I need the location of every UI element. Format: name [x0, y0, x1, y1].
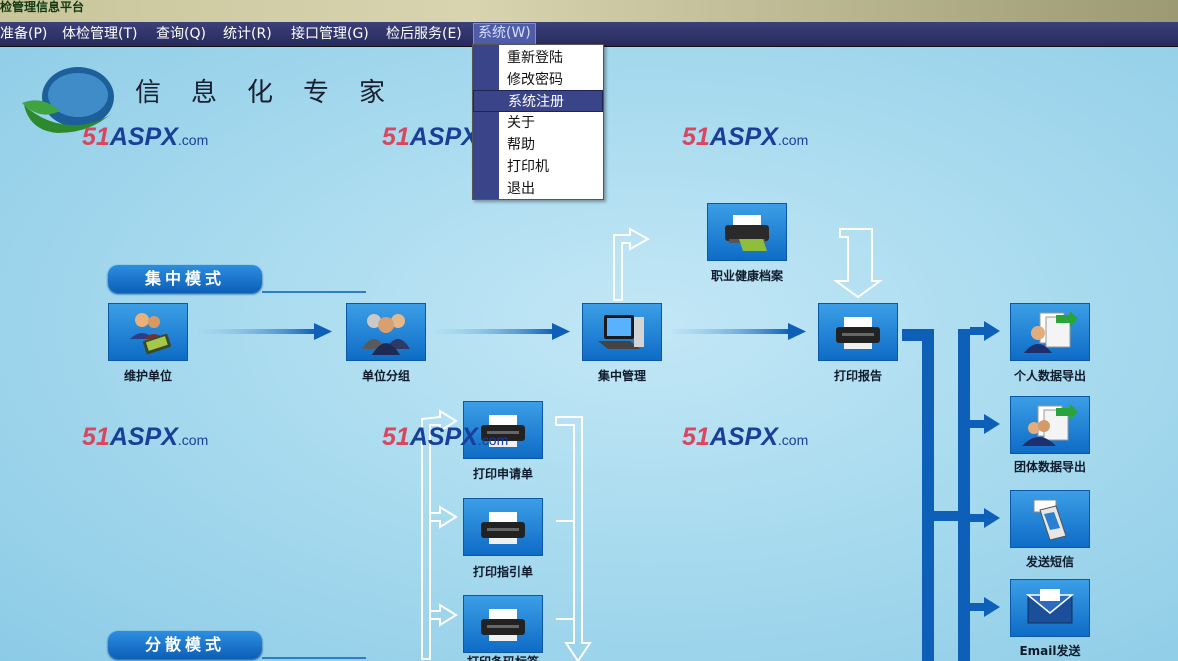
mode-distributed-label: 分散模式: [108, 631, 262, 659]
print-report-button[interactable]: [818, 303, 898, 361]
computer-icon: [598, 315, 644, 349]
menu-item-printer[interactable]: 打印机: [507, 159, 549, 175]
watermark: 51ASPX.com: [82, 423, 209, 451]
print-application-button[interactable]: [463, 401, 543, 459]
send-sms-label: 发送短信: [1025, 555, 1074, 569]
menu-gutter: [473, 45, 499, 199]
watermark: 51ASPX.com: [382, 423, 509, 451]
printer-icon: [481, 512, 525, 544]
menu-item-exit[interactable]: 退出: [507, 181, 535, 197]
export-personal-label: 个人数据导出: [1013, 369, 1086, 383]
mode-centralized-label: 集中模式: [108, 265, 262, 293]
watermark: 51ASPX.com: [682, 123, 809, 151]
workflow-arrows: [198, 227, 1000, 661]
send-email-label: Email发送: [1019, 644, 1081, 658]
watermark: 51ASPX.com: [382, 123, 508, 151]
export-group-label: 团体数据导出: [1013, 460, 1086, 474]
print-application-label: 打印申请单: [472, 467, 533, 481]
export-group-button[interactable]: [1010, 396, 1090, 454]
system-menu-dropdown: 重新登陆 修改密码 系统注册 关于 帮助 打印机 退出: [472, 44, 604, 200]
menu-item-about[interactable]: 关于: [507, 115, 535, 131]
print-guide-label: 打印指引单: [472, 565, 533, 579]
main-workflow-canvas: 信息化专家 51ASPX.com 51ASPX.com 51ASPX.com 5…: [0, 47, 1178, 661]
export-personal-button[interactable]: [1010, 303, 1090, 361]
send-sms-button[interactable]: [1010, 490, 1090, 548]
printer-icon: [481, 609, 525, 641]
menu-interface-management[interactable]: 接口管理(G): [291, 26, 369, 42]
menu-post-checkup-service[interactable]: 检后服务(E): [386, 26, 462, 42]
divider: [262, 291, 366, 293]
logo-icon: [22, 67, 114, 133]
watermark: 51ASPX.com: [82, 123, 209, 151]
central-management-button[interactable]: [582, 303, 662, 361]
divider: [262, 657, 366, 659]
menu-item-system-registration[interactable]: 系统注册: [473, 90, 603, 112]
maintain-unit-button[interactable]: [108, 303, 188, 361]
menu-prepare[interactable]: 准备(P): [0, 26, 48, 42]
menu-system[interactable]: 系统(W): [473, 23, 536, 45]
menu-checkup-management[interactable]: 体检管理(T): [62, 26, 138, 42]
printer-icon: [725, 215, 769, 251]
occupational-archive-label: 职业健康档案: [710, 269, 783, 283]
menu-statistics[interactable]: 统计(R): [223, 26, 272, 42]
print-guide-button[interactable]: [463, 498, 543, 556]
document-export-icon: [1024, 311, 1078, 353]
occupational-archive-button[interactable]: [707, 203, 787, 261]
menu-item-relogin[interactable]: 重新登陆: [507, 50, 563, 66]
print-report-label: 打印报告: [833, 369, 882, 383]
maintain-unit-label: 维护单位: [123, 369, 172, 383]
banner-slogan: 信息化专家: [135, 78, 416, 108]
menu-item-change-password[interactable]: 修改密码: [507, 72, 563, 88]
menu-item-help[interactable]: 帮助: [507, 137, 535, 153]
send-email-button[interactable]: [1010, 579, 1090, 637]
printer-icon: [836, 317, 880, 349]
watermark: 51ASPX.com: [682, 423, 809, 451]
menu-query[interactable]: 查询(Q): [156, 26, 206, 42]
print-barcode-label: 打印条码标签: [448, 653, 558, 661]
window-title: 检管理信息平台: [0, 0, 85, 14]
window-titlebar: 检管理信息平台: [0, 0, 1178, 22]
printer-icon: [481, 415, 525, 447]
document-export-icon: [1022, 404, 1078, 446]
unit-grouping-label: 单位分组: [361, 369, 410, 383]
unit-grouping-button[interactable]: [346, 303, 426, 361]
print-barcode-button[interactable]: [463, 595, 543, 653]
central-management-label: 集中管理: [597, 369, 646, 383]
envelope-icon: [1025, 589, 1075, 624]
users-icon: [130, 313, 172, 355]
mobile-phone-icon: [1033, 499, 1067, 541]
group-icon: [362, 314, 410, 355]
menubar: 准备(P) 体检管理(T) 查询(Q) 统计(R) 接口管理(G) 检后服务(E…: [0, 22, 1178, 47]
